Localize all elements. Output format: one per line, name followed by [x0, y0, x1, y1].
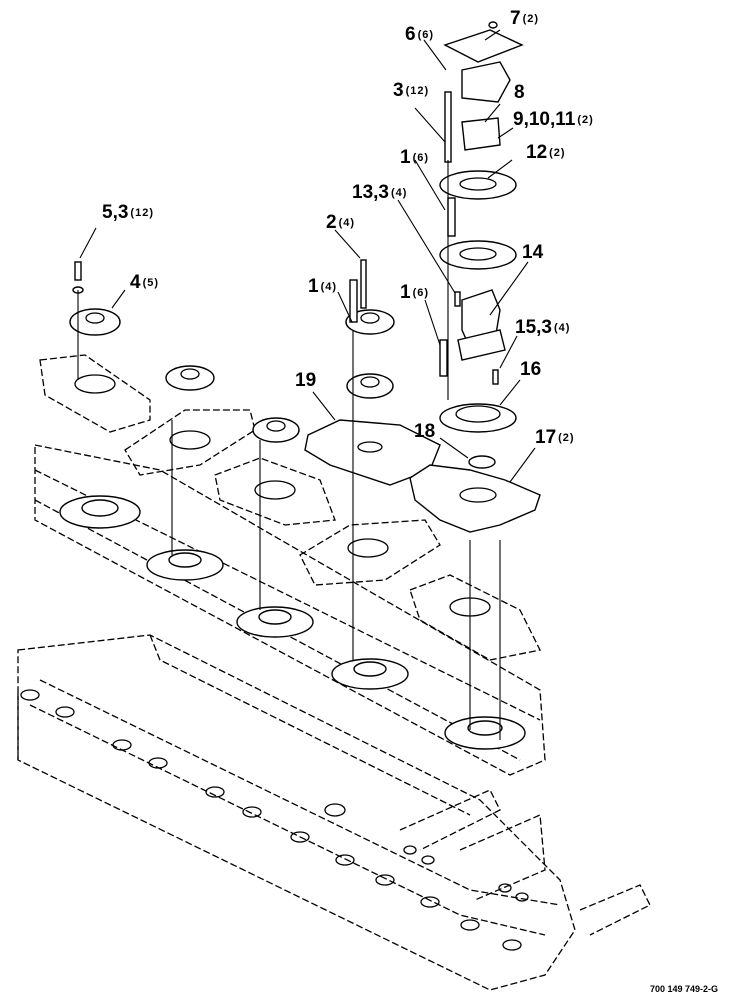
callout-19: 19: [295, 370, 316, 391]
bolts-and-pins: [72, 91, 499, 385]
callout-4: 4(5): [130, 272, 159, 293]
part-17-rotor: [409, 464, 541, 533]
part-7-plate: [443, 29, 524, 63]
callout-6: 6(6): [405, 24, 434, 45]
disc-caps: [69, 308, 395, 443]
figure-reference-code: 700 149 749-2-G: [650, 984, 718, 994]
callout-labels: 6(6) 7(2) 3(12) 8 9,10,11(2) 1(6) 12(2) …: [102, 8, 594, 448]
callout-3: 3(12): [393, 80, 429, 101]
callout-18: 18: [414, 421, 435, 442]
frame-holes: [20, 689, 529, 951]
part-7-cover: [461, 61, 511, 103]
callout-2: 2(4): [326, 212, 355, 233]
part-18-ring: [468, 455, 496, 469]
cutter-bar-hubs: [59, 495, 526, 750]
callout-1-upper: 1(6): [400, 147, 429, 168]
part-12-washer-upper: [439, 170, 517, 200]
leader-lines: [79, 29, 536, 483]
callout-16: 16: [520, 359, 541, 380]
cutter-discs: [39, 354, 541, 661]
callout-8: 8: [514, 82, 525, 103]
cutter-bar: [34, 444, 546, 776]
callout-17: 17(2): [535, 427, 575, 448]
callout-9-10-11: 9,10,11(2): [513, 109, 594, 130]
callout-14: 14: [522, 242, 544, 263]
part-16-hub: [439, 403, 517, 433]
right-hub-stack: [439, 21, 524, 469]
frame-assembly: [17, 634, 651, 991]
callout-15-3: 15,3(4): [515, 317, 570, 338]
part-8-bushing: [461, 117, 501, 151]
callout-7: 7(2): [510, 8, 539, 29]
callout-1-lower: 1(6): [400, 282, 429, 303]
callout-1-middle: 1(4): [308, 276, 337, 297]
callout-5-3: 5,3(12): [102, 202, 154, 223]
callout-13-3: 13,3(4): [352, 182, 407, 203]
part-12-washer-lower: [439, 240, 517, 270]
assembly-axes: [77, 160, 501, 740]
callout-12: 12(2): [526, 142, 566, 163]
